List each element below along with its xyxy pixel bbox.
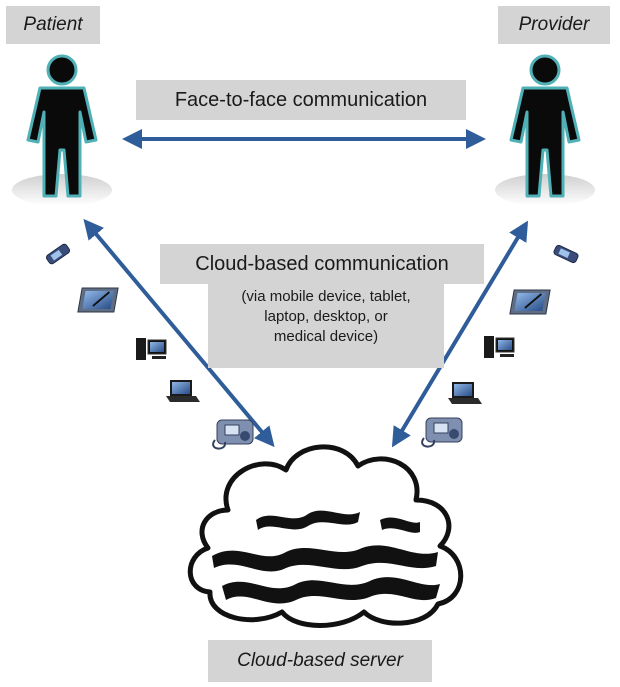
laptop-icon: [166, 380, 200, 402]
desktop-icon: [484, 336, 515, 358]
face-to-face-label: Face-to-face communication: [136, 80, 466, 120]
cloud-communication-label: Cloud-based communication: [160, 244, 484, 284]
medical-device-icon: [421, 417, 463, 448]
tablet-icon: [509, 289, 551, 315]
phone-icon: [553, 244, 579, 264]
laptop-icon: [448, 382, 482, 404]
provider-label: Provider: [498, 6, 610, 44]
patient-label: Patient: [6, 6, 100, 44]
medical-device-icon: [212, 419, 254, 450]
cloud-icon: [187, 444, 464, 628]
caption-line: (via mobile device, tablet,: [241, 288, 411, 305]
patient-cloud-arrow: [83, 218, 275, 448]
patient-figure-icon: [12, 54, 112, 206]
provider-figure-icon: [495, 54, 595, 206]
phone-icon: [45, 243, 71, 265]
caption-line: medical device): [273, 328, 379, 345]
provider-cloud-arrow: [391, 220, 529, 448]
caption-line: laptop, desktop, or: [264, 308, 388, 325]
device-list-caption: (via mobile device, tablet, laptop, desk…: [208, 284, 444, 368]
desktop-icon: [136, 338, 167, 360]
tablet-icon: [77, 287, 119, 313]
cloud-server-label: Cloud-based server: [208, 640, 432, 682]
